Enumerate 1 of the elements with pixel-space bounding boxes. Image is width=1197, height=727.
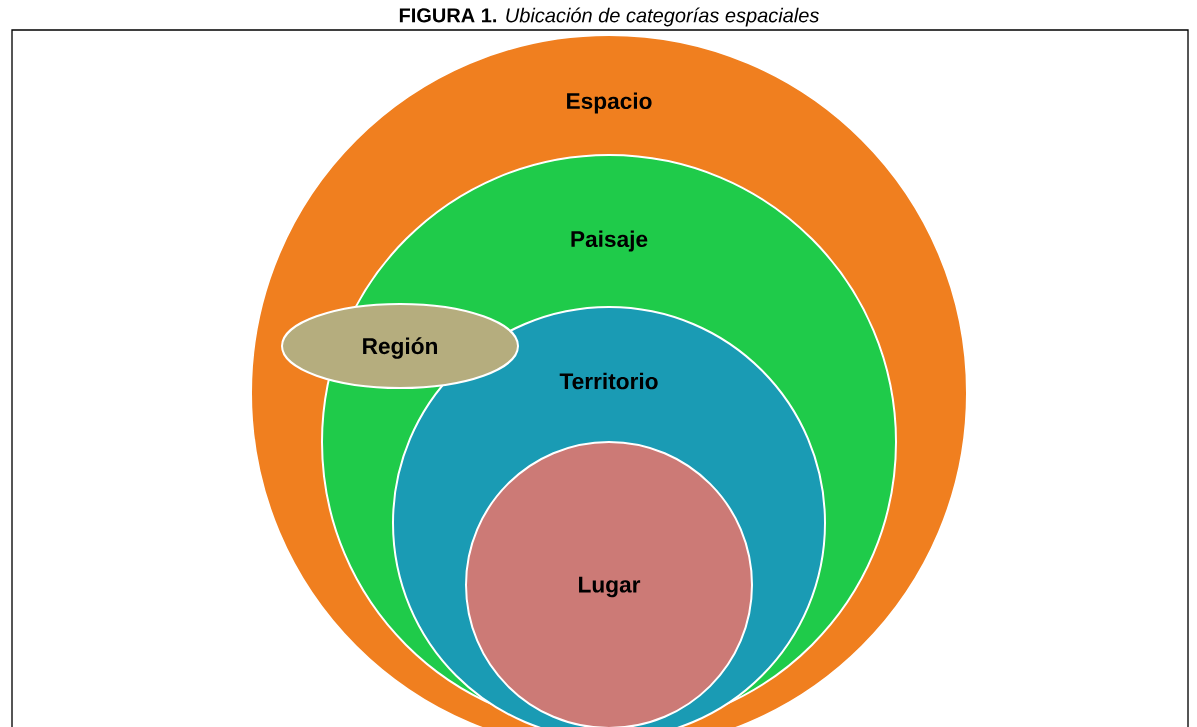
- figure-title: FIGURA 1. Ubicación de categorías espaciales: [399, 7, 819, 27]
